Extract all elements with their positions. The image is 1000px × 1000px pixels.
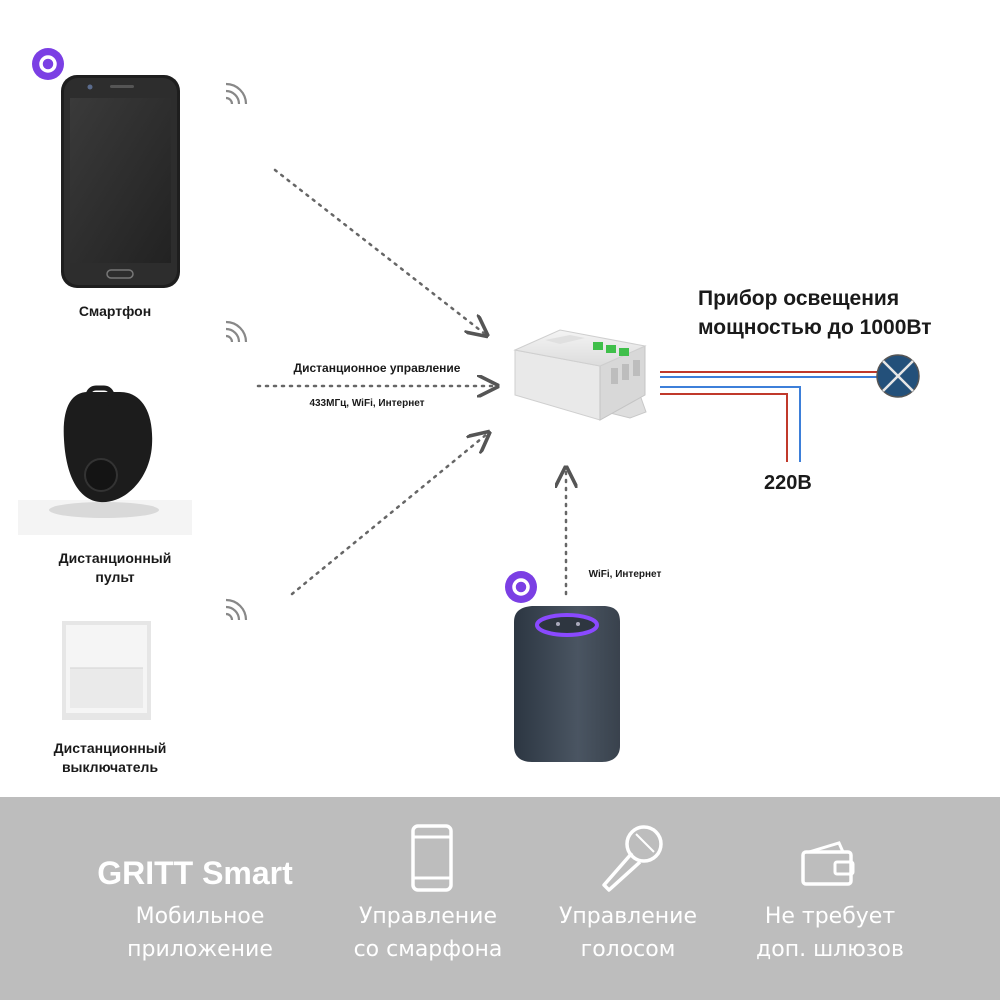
feature-phone: Управление со смарфона <box>318 900 538 966</box>
features-footer: GRITT Smart Мобильное приложение Управле… <box>0 797 1000 1000</box>
smartphone-label: Смартфон <box>78 303 152 319</box>
feature-gateway-line1: Не требует <box>764 904 896 929</box>
relay-module-image <box>513 329 647 421</box>
remote-image <box>18 385 192 535</box>
smart-speaker-image <box>514 606 620 762</box>
voltage-label: 220В <box>764 472 812 494</box>
microphone-icon <box>602 825 663 892</box>
lamp-icon <box>876 354 920 398</box>
remote-label-line2: пульт <box>95 569 135 585</box>
feature-phone-line1: Управление <box>358 904 497 929</box>
protocols-label: 433МГц, WiFi, Интернет <box>309 398 425 409</box>
switch-label-line1: Дистанционный <box>53 740 167 756</box>
link-arrow-phone <box>273 168 485 334</box>
switch-label-line2: выключатель <box>61 759 159 775</box>
remote-label-line1: Дистанционный <box>58 550 172 566</box>
feature-voice: Управление голосом <box>538 900 718 966</box>
load-label-line1: Прибор освещения <box>698 287 900 310</box>
feature-voice-line2: голосом <box>580 937 676 962</box>
alice-badge-icon <box>505 571 537 603</box>
wallet-icon <box>801 841 855 886</box>
feature-app-line1: Мобильное <box>135 904 265 929</box>
smartphone-image <box>61 75 180 288</box>
feature-voice-line1: Управление <box>558 904 697 929</box>
feature-app: Мобильное приложение <box>85 900 315 966</box>
signal-icon <box>225 82 248 105</box>
wiring <box>660 371 880 462</box>
feature-app-line2: приложение <box>127 937 273 962</box>
wall-switch-image <box>62 621 151 720</box>
feature-gateway-line2: доп. шлюзов <box>756 937 904 962</box>
diagram-canvas <box>18 48 920 762</box>
feature-gateway: Не требует доп. шлюзов <box>730 900 930 966</box>
smartphone-icon <box>411 824 453 892</box>
alice-badge-icon <box>32 48 64 80</box>
speaker-link-label: WiFi, Интернет <box>588 569 662 580</box>
signal-icon <box>225 598 248 621</box>
brand-title: GRITT Smart <box>97 855 293 891</box>
load-label-line2: мощностью до 1000Вт <box>698 316 932 339</box>
remote-control-label: Дистанционное управление <box>293 361 461 375</box>
feature-phone-line2: со смарфона <box>353 937 503 962</box>
diagram-area: Смартфон Дистанционный пульт Дистанционн… <box>18 48 932 775</box>
signal-icon <box>225 320 248 343</box>
link-arrow-switch <box>290 434 487 596</box>
